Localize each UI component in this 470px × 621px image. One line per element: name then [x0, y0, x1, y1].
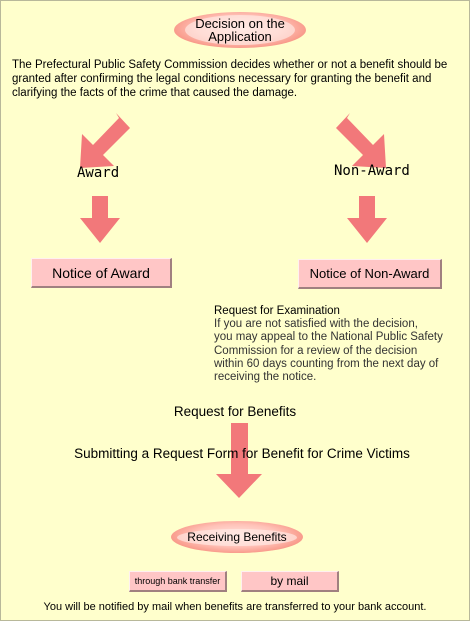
- examination-line: If you are not satisfied with the decisi…: [214, 318, 418, 331]
- receiving-benefits-label: Receiving Benefits: [177, 528, 297, 546]
- decision-title-line2: Application: [208, 29, 272, 44]
- award-label: Award: [77, 165, 120, 181]
- by-mail-box: by mail: [241, 571, 339, 592]
- examination-title: Request for Examination: [214, 305, 340, 317]
- footer-note: You will be notified by mail when benefi…: [43, 601, 427, 613]
- examination-line: Commission for a review of the decision: [214, 344, 418, 357]
- request-for-benefits: Request for Benefits: [173, 404, 297, 419]
- decision-oval-text: Decision on the Application: [185, 15, 295, 45]
- nonaward-label: Non-Award: [334, 163, 410, 179]
- submitting-request-form: Submitting a Request Form for Benefit fo…: [74, 446, 410, 461]
- decision-oval: Decision on the Application: [174, 12, 306, 48]
- notice-of-award-box: Notice of Award: [31, 258, 172, 288]
- intro-text: The Prefectural Public Safety Commission…: [12, 59, 448, 99]
- receiving-benefits-oval: Receiving Benefits: [171, 521, 303, 553]
- examination-line: within 60 days counting from the next da…: [214, 357, 439, 370]
- notice-of-nonaward-box: Notice of Non-Award: [298, 259, 442, 289]
- request-for-examination: Request for Examination If you are not s…: [214, 305, 464, 384]
- examination-line: you may appeal to the National Public Sa…: [214, 331, 443, 344]
- decision-title-line1: Decision on the: [195, 16, 285, 31]
- examination-line: receiving the notice.: [214, 371, 317, 384]
- bank-transfer-box: through bank transfer: [129, 571, 227, 592]
